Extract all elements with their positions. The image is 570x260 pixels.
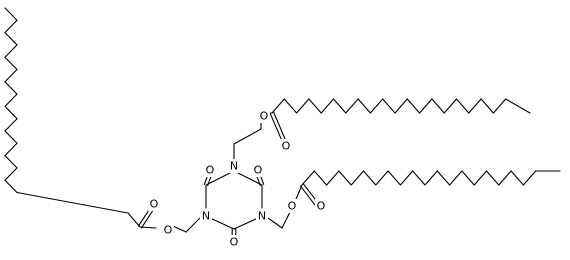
alkyl-chain-top xyxy=(505,98,531,114)
atom-o-ester-right: O xyxy=(286,199,298,213)
atom-o-carbonyl-left: O xyxy=(148,197,160,211)
alkyl-chain-right xyxy=(399,170,414,186)
alkyl-chain-left xyxy=(4,32,18,46)
atom-o-ester-left: O xyxy=(162,223,174,237)
alkyl-chain-right xyxy=(424,170,438,186)
alkyl-chain-right xyxy=(522,170,537,186)
atom-o-carbonyl-top: O xyxy=(280,139,292,153)
alkyl-chain-right xyxy=(313,170,328,186)
ethyl-arm-top xyxy=(233,128,262,145)
alkyl-chain-left xyxy=(4,93,18,107)
alkyl-chain-left xyxy=(4,105,18,120)
atom-o-ring-bottom: O xyxy=(228,235,240,249)
ring-bond xyxy=(233,217,259,230)
alkyl-chain-top xyxy=(480,98,494,114)
alkyl-chain-left xyxy=(4,81,18,95)
alkyl-chain-top xyxy=(332,98,347,114)
alkyl-chain-top xyxy=(382,98,396,114)
alkyl-chain-left xyxy=(4,167,18,181)
atom-symbol: O xyxy=(206,164,215,177)
alkyl-chain-right xyxy=(375,170,389,186)
ring-bond xyxy=(209,217,235,230)
alkyl-chain-top xyxy=(455,98,470,114)
atom-o-ring-right: O xyxy=(252,163,264,177)
atom-symbol: O xyxy=(260,110,269,123)
alkyl-chain-top xyxy=(406,98,421,114)
atom-symbol: O xyxy=(150,198,159,211)
alkyl-chain-top xyxy=(271,98,285,114)
alkyl-chain-left xyxy=(4,118,18,132)
atom-o-ester-top: O xyxy=(258,109,270,123)
ester-carbonyl-top xyxy=(269,113,283,143)
alkyl-chain-top xyxy=(357,98,371,114)
ester-carbonyl-top xyxy=(273,111,287,141)
alkyl-chain-right xyxy=(412,170,426,186)
alkyl-chain-top xyxy=(431,98,445,114)
atom-symbol: O xyxy=(288,200,297,213)
atom-o-ring-left: O xyxy=(204,163,216,177)
alkyl-chain-top xyxy=(296,98,310,114)
alkyl-chain-left xyxy=(4,7,18,21)
alkyl-chain-right xyxy=(436,170,451,186)
alkyl-chain-right xyxy=(362,170,377,186)
alkyl-chain-left xyxy=(4,68,18,83)
alkyl-chain-right xyxy=(350,170,365,186)
alkyl-chain-right xyxy=(338,170,352,186)
alkyl-chain-left xyxy=(4,142,18,157)
ester-carbonyl-right xyxy=(300,185,318,208)
atom-symbol: N xyxy=(202,210,210,223)
alkyl-chain-right xyxy=(510,170,524,186)
atom-symbol: N xyxy=(258,210,266,223)
alkyl-chain-top xyxy=(345,98,359,114)
atom-n-top: N xyxy=(228,159,240,173)
alkyl-chain-top xyxy=(308,98,322,114)
alkyl-chain-top xyxy=(419,98,433,114)
ester-carbonyl-left xyxy=(140,207,156,229)
alkyl-chain-top xyxy=(369,98,384,114)
alkyl-chain-right xyxy=(473,170,488,186)
alkyl-chain-right xyxy=(301,170,315,186)
atom-n-right: N xyxy=(256,209,268,223)
atom-symbol: O xyxy=(230,236,239,249)
alkyl-chain-top xyxy=(320,98,335,114)
alkyl-chain-left xyxy=(16,191,129,214)
bonds xyxy=(4,7,561,239)
ethyl-arm-left xyxy=(172,225,187,233)
atom-n-left: N xyxy=(200,209,212,223)
ethyl-arm-left xyxy=(185,217,201,233)
alkyl-chain-top xyxy=(468,98,482,114)
atom-symbol: O xyxy=(317,200,326,213)
alkyl-chain-right xyxy=(449,170,463,186)
ring-bond xyxy=(237,172,263,186)
atom-symbol: O xyxy=(164,224,173,237)
ethyl-arm-right xyxy=(281,211,291,229)
alkyl-chain-right xyxy=(498,170,512,186)
alkyl-chain-top xyxy=(492,98,507,114)
alkyl-chain-left xyxy=(4,56,18,71)
atom-symbol: O xyxy=(254,164,263,177)
atom-symbol: N xyxy=(230,160,238,173)
alkyl-chain-left xyxy=(4,130,18,144)
alkyl-chain-top xyxy=(394,98,408,114)
alkyl-chain-left xyxy=(127,212,141,228)
alkyl-chain-left xyxy=(4,44,18,58)
alkyl-chain-top xyxy=(443,98,458,114)
alkyl-chain-left xyxy=(4,179,18,194)
alkyl-chain-left xyxy=(4,155,18,169)
alkyl-chain-right xyxy=(485,170,500,186)
alkyl-chain-left xyxy=(4,19,18,34)
atom-symbol: O xyxy=(282,140,291,153)
ethyl-arm-right xyxy=(267,217,283,229)
ring-bond xyxy=(205,172,231,186)
alkyl-chain-top xyxy=(283,98,298,114)
alkyl-chain-right xyxy=(387,170,401,186)
alkyl-chain-right xyxy=(326,170,340,186)
atom-o-carbonyl-right: O xyxy=(315,199,327,213)
alkyl-chain-right xyxy=(461,170,475,186)
